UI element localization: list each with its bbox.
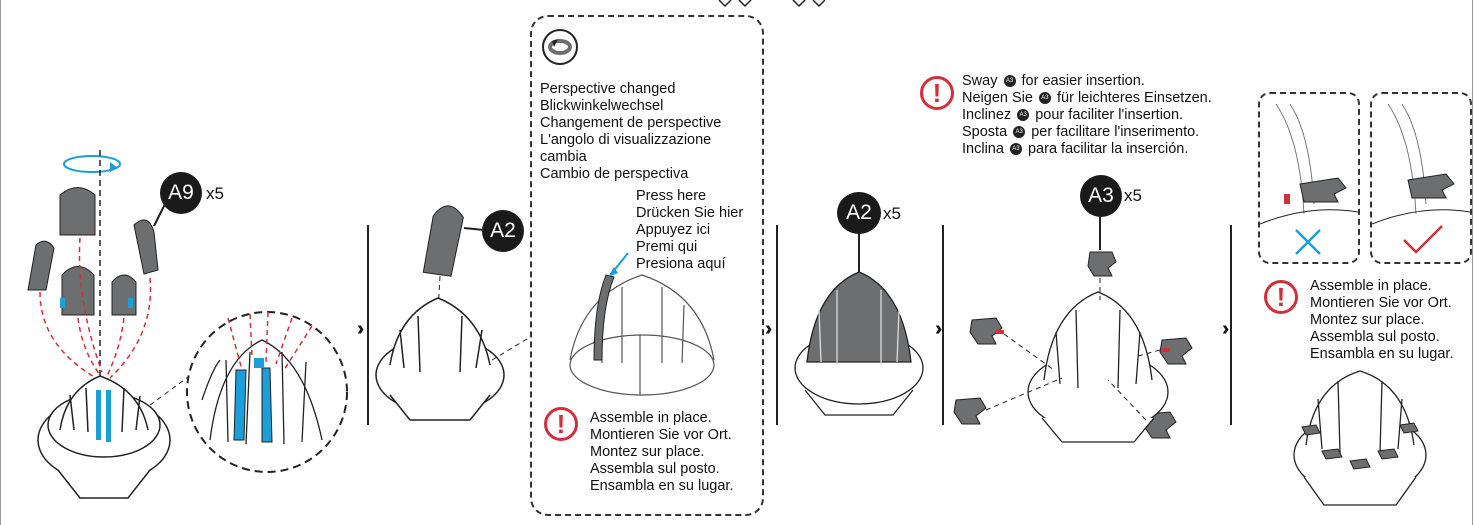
quantity-label: x5 [883,204,901,223]
step-4: A2 x5 [785,0,925,525]
page-edge [1472,0,1473,525]
wrong-example-illustration [1260,103,1358,255]
step-5: ! Sway A3 for easier insertion. Neigen S… [912,0,1232,525]
wrong-example-panel [1258,92,1360,264]
perspective-icon [542,29,578,65]
next-arrow-icon: ›› [765,318,774,340]
text-line: Changement de perspective [540,115,722,131]
step-divider [367,225,369,425]
step-6-illustration [1293,370,1427,506]
warning-icon: ! [920,76,954,110]
text-line: L'angolo di visualizzazione [540,132,712,148]
text-line: Presiona aquí [636,256,726,272]
next-arrow-icon: ›› [1222,318,1231,340]
next-arrow-icon: ›› [357,318,366,340]
text-line: Blickwinkelwechsel [540,98,664,114]
correct-example-panel [1370,92,1472,264]
perspective-callout: Perspective changed Blickwinkelwechsel C… [530,15,764,516]
text-line: Drücken Sie hier [636,205,744,221]
warning-icon: ! [1264,280,1298,314]
text-line: Montieren Sie vor Ort. [1310,295,1452,311]
step-1: A9 x5 [0,0,355,525]
text-line: Press here [636,188,707,204]
correct-example-illustration [1372,103,1470,254]
text-line: Inclinez A3 pour faciliter l'insertion. [962,107,1184,123]
text-line: Neigen Sie A3 für leichteres Einsetzen. [962,90,1212,106]
quantity-label: x5 [1124,186,1142,205]
step-2: A2 [370,0,530,525]
page-edge [0,0,1,525]
warning-icon: ! [544,407,578,441]
check-mark-icon [1403,225,1443,254]
text-line: Montez sur place. [590,444,705,460]
sway-text: Sway A3 for easier insertion. Neigen Sie… [962,73,1212,158]
step-divider [942,225,944,425]
top-decoration [718,0,825,8]
step-divider [1230,225,1232,425]
part-badge-a2: A2 [482,210,524,252]
quantity-label: x5 [206,184,224,203]
press-here-text: Press here Drücken Sie hier Appuyez ici … [636,188,743,273]
text-line: Assemble in place. [1310,278,1432,294]
assemble-text: Assemble in place. Montieren Sie vor Ort… [1310,278,1453,363]
text-line: Premi qui [636,239,698,255]
text-line: Montez sur place. [1310,312,1425,328]
step-6: ! Assemble in place. Montieren Sie vor O… [1250,0,1474,525]
text-line: Assemble in place. [590,410,712,426]
text-line: Sposta A3 per facilitare l'inserimento. [962,124,1200,140]
part-badge-a9: A9 [160,172,202,214]
text-line: Assembla sul posto. [1310,329,1440,345]
badge-leader [463,227,485,231]
rotate-icon [63,155,121,173]
x-mark-icon [1295,229,1321,255]
text-line: Perspective changed [540,81,676,97]
text-line: Appuyez ici [636,222,711,238]
callout-pointer [491,335,533,361]
step-2-illustration [375,205,505,421]
text-line: Ensambla en su lugar. [1310,346,1454,362]
part-badge-a3: A3 [1080,175,1122,217]
text-line: Cambio de perspectiva [540,166,689,182]
text-line: Ensambla en su lugar. [590,478,734,494]
perspective-text: Perspective changed Blickwinkelwechsel C… [540,81,721,183]
text-line: Sway A3 for easier insertion. [962,73,1145,89]
step-4-illustration [794,230,924,416]
text-line: Inclina A3 para facilitar la inserción. [962,141,1189,157]
part-badge-a2: A2 [837,192,881,234]
badge-leader [153,201,167,227]
text-line: Montieren Sie vor Ort. [590,427,732,443]
text-line: cambia [540,149,587,165]
text-line: Assembla sul posto. [590,461,720,477]
step-divider [776,225,778,425]
detail-illustration [569,252,715,396]
step-5-illustration [953,216,1193,443]
step-1-illustration [27,150,348,499]
assemble-text: Assemble in place. Montieren Sie vor Ort… [590,410,733,495]
